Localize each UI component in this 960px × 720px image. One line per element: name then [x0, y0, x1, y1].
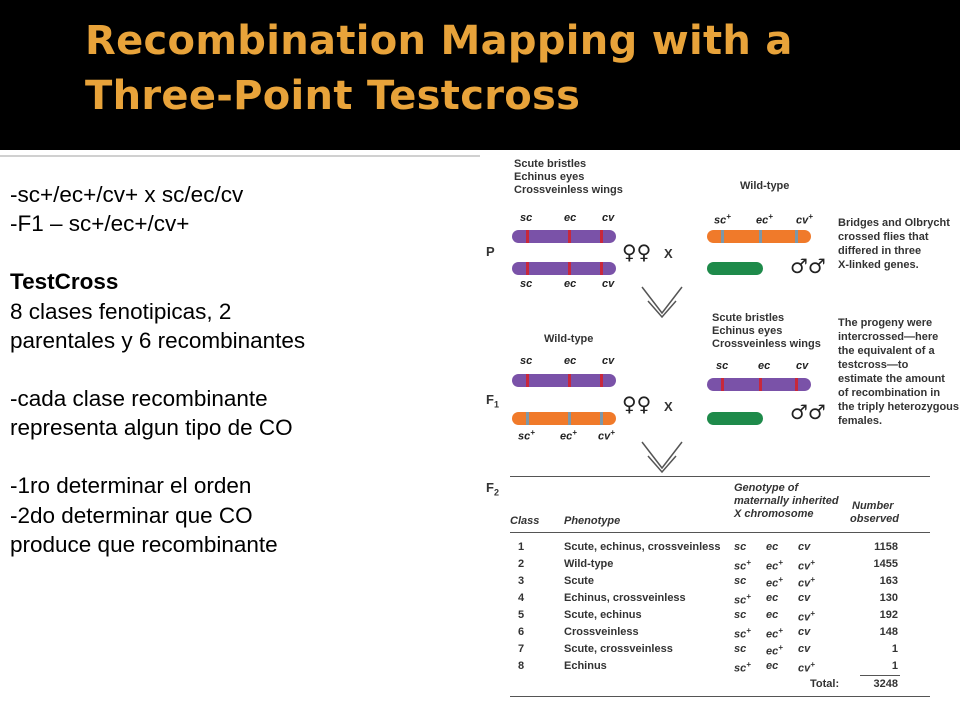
- gene-label: sc: [520, 278, 533, 290]
- col-header-genotype: X chromosome: [734, 508, 814, 520]
- note-line: of recombination in: [838, 387, 941, 399]
- gene-label: cv: [602, 212, 615, 224]
- body-gap: [10, 238, 480, 267]
- note-line: intercrossed—here: [838, 331, 939, 343]
- gene-label: cv+: [598, 428, 615, 443]
- note-line: crossed flies that: [838, 231, 929, 243]
- col-header-class: Class: [510, 515, 540, 527]
- body-line: 8 clases fenotipicas, 2: [10, 298, 232, 324]
- gene-label: cv+: [796, 212, 813, 227]
- chromosome-wildtype: [512, 412, 616, 425]
- table-rule: [510, 696, 930, 697]
- note-line: estimate the amount: [838, 373, 945, 385]
- chromosome-mutant: [512, 374, 616, 387]
- gene-label: ec: [564, 212, 577, 224]
- chromosome-mutant: [512, 230, 616, 243]
- note-line: differed in three: [838, 245, 922, 257]
- note-line: testcross—to: [838, 359, 909, 371]
- divider: [0, 155, 480, 157]
- note-line: the triply heterozygous: [838, 401, 960, 413]
- generation-f1: F1: [486, 392, 499, 410]
- gene-label: cv: [602, 355, 615, 367]
- body-line: representa algun tipo de CO: [10, 415, 293, 441]
- p-female-trait: Scute bristles: [514, 158, 587, 170]
- body-line: parentales y 6 recombinantes: [10, 327, 306, 353]
- body-line: produce que recombinante: [10, 531, 278, 557]
- gene-label: sc: [716, 360, 729, 372]
- slide-body: -sc+/ec+/cv+ x sc/ec/cv -F1 – sc+/ec+/cv…: [10, 180, 480, 559]
- body-gap: [10, 355, 480, 384]
- body-line: -sc+/ec+/cv+ x sc/ec/cv: [10, 182, 244, 207]
- gene-label: sc+: [714, 212, 731, 227]
- female-symbol-icon: ♀♀: [622, 392, 652, 416]
- gene-label: ec: [758, 360, 771, 372]
- body-heading: TestCross: [10, 269, 119, 295]
- note-line: X-linked genes.: [838, 259, 919, 271]
- col-header-genotype: Genotype of: [734, 482, 799, 494]
- gene-label: ec+: [560, 428, 577, 443]
- gene-label: ec: [564, 355, 577, 367]
- cross-symbol: X: [664, 246, 673, 261]
- note-line: The progeny were: [838, 317, 933, 329]
- generation-p: P: [486, 244, 495, 259]
- body-line: -1ro determinar el orden: [10, 473, 252, 499]
- chromosome-mutant: [707, 378, 811, 391]
- gene-label: ec: [564, 278, 577, 290]
- table-rule: [510, 476, 930, 477]
- f1-male-trait: Echinus eyes: [712, 325, 783, 337]
- title-bar: Recombination Mapping with a Three-Point…: [0, 0, 960, 150]
- table-total-row: Total: 3248: [810, 678, 898, 690]
- gene-label: cv: [796, 360, 809, 372]
- p-male-label: Wild-type: [740, 180, 790, 192]
- gene-label: sc+: [518, 428, 535, 443]
- gene-label: ec+: [756, 212, 773, 227]
- body-line: -2do determinar que CO: [10, 502, 253, 528]
- cross-symbol: X: [664, 399, 673, 414]
- body-gap: [10, 442, 480, 471]
- f1-female-label: Wild-type: [544, 333, 594, 345]
- male-symbol-icon: ♂♂: [790, 254, 826, 278]
- p-female-trait: Echinus eyes: [514, 171, 585, 183]
- male-symbol-icon: ♂♂: [790, 400, 826, 424]
- col-header-phenotype: Phenotype: [564, 515, 621, 527]
- body-line: -F1 – sc+/ec+/cv+: [10, 211, 190, 237]
- col-header-genotype: maternally inherited: [734, 495, 839, 507]
- chromosome-y: [707, 262, 763, 275]
- female-symbol-icon: ♀♀: [622, 240, 652, 264]
- slide-title: Recombination Mapping with a Three-Point…: [85, 18, 793, 119]
- cross-arrow-icon: [641, 286, 683, 319]
- cross-arrow-icon: [641, 441, 683, 474]
- body-line: -cada clase recombinante: [10, 386, 268, 412]
- testcross-figure: Scute bristles Echinus eyes Crossveinles…: [480, 150, 960, 720]
- note-line: Bridges and Olbrycht: [838, 217, 950, 229]
- gene-label: cv: [602, 278, 615, 290]
- f1-male-trait: Scute bristles: [712, 312, 785, 324]
- table-rule: [510, 532, 930, 533]
- chromosome-mutant: [512, 262, 616, 275]
- total-rule: [860, 675, 900, 676]
- note-line: females.: [838, 415, 883, 427]
- col-header-number: observed: [850, 513, 899, 525]
- generation-f2: F2: [486, 480, 499, 498]
- chromosome-y: [707, 412, 763, 425]
- f1-male-trait: Crossveinless wings: [712, 338, 821, 350]
- chromosome-wildtype: [707, 230, 811, 243]
- gene-label: sc: [520, 355, 533, 367]
- note-line: the equivalent of a: [838, 345, 935, 357]
- gene-label: sc: [520, 212, 533, 224]
- col-header-number: Number: [852, 500, 894, 512]
- p-female-trait: Crossveinless wings: [514, 184, 623, 196]
